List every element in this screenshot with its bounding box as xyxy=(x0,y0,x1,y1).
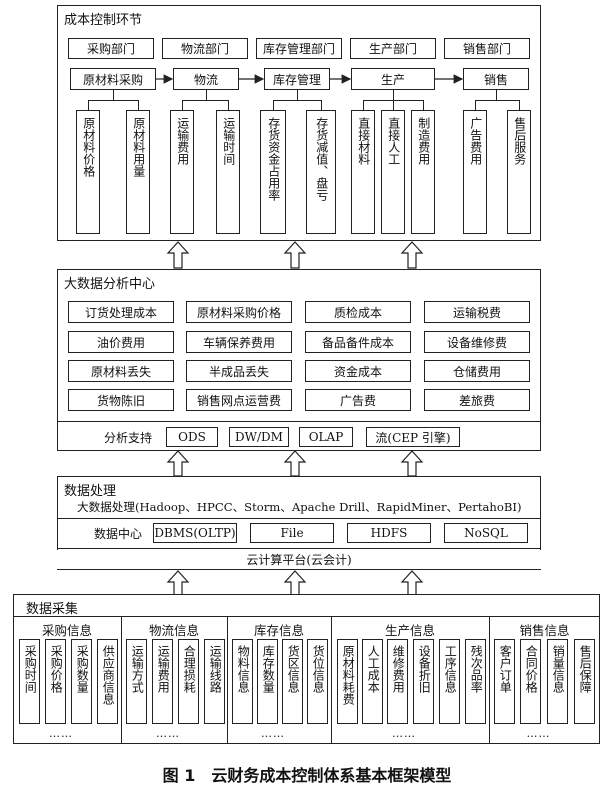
analysis-cell: 销售网点运营费 xyxy=(186,389,292,411)
collection-group-title: 物流信息 xyxy=(148,623,199,638)
stage-logistics: 物流 xyxy=(173,68,239,90)
data-center-file: File xyxy=(250,523,334,543)
stage-production: 生产 xyxy=(351,68,435,90)
figure-caption: 图 1 云财务成本控制体系基本框架模型 xyxy=(162,766,452,785)
collection-group-title: 库存信息 xyxy=(253,623,304,638)
collection-item: 售后保障 xyxy=(574,639,595,724)
collection-item: 货位信息 xyxy=(307,639,328,724)
collection-ellipsis: …… xyxy=(526,727,551,740)
analysis-cell: 质检成本 xyxy=(305,301,411,323)
department-inventory: 库存管理部门 xyxy=(256,38,342,59)
processing-tools-line: 大数据处理(Hadoop、HPCC、Storm、Apache Drill、Rap… xyxy=(77,500,522,514)
collection-item: 残次品率 xyxy=(465,639,486,724)
collection-item: 货区信息 xyxy=(282,639,303,724)
collection-item: 客户订单 xyxy=(494,639,515,724)
item-transport-cost: 运输费用 xyxy=(170,110,194,234)
analysis-cell: 运输税费 xyxy=(424,301,530,323)
item-direct-labor: 直接人工 xyxy=(381,110,405,234)
item-after-sales-service: 售后服务 xyxy=(507,110,531,234)
collection-item: 合理损耗 xyxy=(178,639,199,724)
collection-item: 工序信息 xyxy=(439,639,460,724)
support-stream-cep: 流(CEP 引擎) xyxy=(366,427,460,447)
department-production: 生产部门 xyxy=(350,38,436,59)
collection-group-title: 采购信息 xyxy=(41,623,92,638)
support-dw-dm: DW/DM xyxy=(229,427,289,447)
data-center-nosql: NoSQL xyxy=(444,523,528,543)
collection-item: 供应商信息 xyxy=(97,639,118,724)
collection-ellipsis: …… xyxy=(49,727,73,740)
collection-item: 合同价格 xyxy=(520,639,541,724)
analysis-cell: 货物陈旧 xyxy=(68,389,174,411)
item-raw-material-price: 原材料价格 xyxy=(76,110,100,234)
collection-ellipsis: …… xyxy=(156,727,180,740)
collection-ellipsis: …… xyxy=(261,727,285,740)
analysis-cell: 资金成本 xyxy=(305,360,411,382)
support-olap: OLAP xyxy=(299,427,353,447)
stage-inventory: 库存管理 xyxy=(264,68,330,90)
department-logistics: 物流部门 xyxy=(162,38,248,59)
item-manufacturing-cost: 制造费用 xyxy=(411,110,435,234)
collection-item: 销量信息 xyxy=(547,639,568,724)
collection-item: 原材料耗费 xyxy=(337,639,358,724)
analysis-cell: 广告费 xyxy=(305,389,411,411)
analysis-cell: 订货处理成本 xyxy=(68,301,174,323)
item-inventory-impairment: 存货减值、盘亏 xyxy=(306,110,336,234)
collection-item: 库存数量 xyxy=(257,639,278,724)
analysis-cell: 仓储费用 xyxy=(424,360,530,382)
item-transport-time: 运输时间 xyxy=(216,110,240,234)
support-label: 分析支持 xyxy=(92,427,164,447)
collection-item: 采购数量 xyxy=(71,639,92,724)
analysis-cell: 车辆保养费用 xyxy=(186,331,292,353)
collection-ellipsis: …… xyxy=(392,727,416,740)
collection-item: 维修费用 xyxy=(387,639,408,724)
big-data-title: 大数据分析中心 xyxy=(64,277,156,292)
cost-control-title: 成本控制环节 xyxy=(64,13,143,28)
data-center-hdfs: HDFS xyxy=(347,523,431,543)
item-raw-material-usage: 原材料用量 xyxy=(126,110,150,234)
department-sales: 销售部门 xyxy=(444,38,530,59)
collection-item: 物料信息 xyxy=(232,639,253,724)
analysis-cell: 设备维修费 xyxy=(424,331,530,353)
analysis-cell: 备品备件成本 xyxy=(305,331,411,353)
item-advertising-cost: 广告费用 xyxy=(463,110,487,234)
collection-title: 数据采集 xyxy=(26,602,79,617)
support-ods: ODS xyxy=(166,427,218,447)
item-inventory-capital-ratio: 存货资金占用率 xyxy=(260,110,286,234)
collection-item: 人工成本 xyxy=(362,639,383,724)
stage-sales: 销售 xyxy=(463,68,529,90)
processing-title: 数据处理 xyxy=(64,484,117,499)
department-purchase: 采购部门 xyxy=(68,38,154,59)
analysis-cell: 半成品丢失 xyxy=(186,360,292,382)
collection-item: 运输方式 xyxy=(126,639,147,724)
cloud-platform: 云计算平台(云会计) xyxy=(57,550,541,569)
item-direct-material: 直接材料 xyxy=(351,110,375,234)
analysis-cell: 原材料丢失 xyxy=(68,360,174,382)
stage-raw-material-purchase: 原材料采购 xyxy=(70,68,156,90)
collection-group-title: 销售信息 xyxy=(519,623,570,638)
analysis-cell: 原材料采购价格 xyxy=(186,301,292,323)
analysis-cell: 油价费用 xyxy=(68,331,174,353)
collection-item: 运输费用 xyxy=(152,639,173,724)
analysis-cell: 差旅费 xyxy=(424,389,530,411)
collection-item: 采购时间 xyxy=(19,639,40,724)
data-center-dbms: DBMS(OLTP) xyxy=(153,523,237,543)
data-center-label: 数据中心 xyxy=(86,523,150,543)
collection-item: 采购价格 xyxy=(45,639,66,724)
collection-group-title: 生产信息 xyxy=(384,623,435,638)
collection-item: 运输线路 xyxy=(204,639,225,724)
collection-item: 设备折旧 xyxy=(413,639,434,724)
